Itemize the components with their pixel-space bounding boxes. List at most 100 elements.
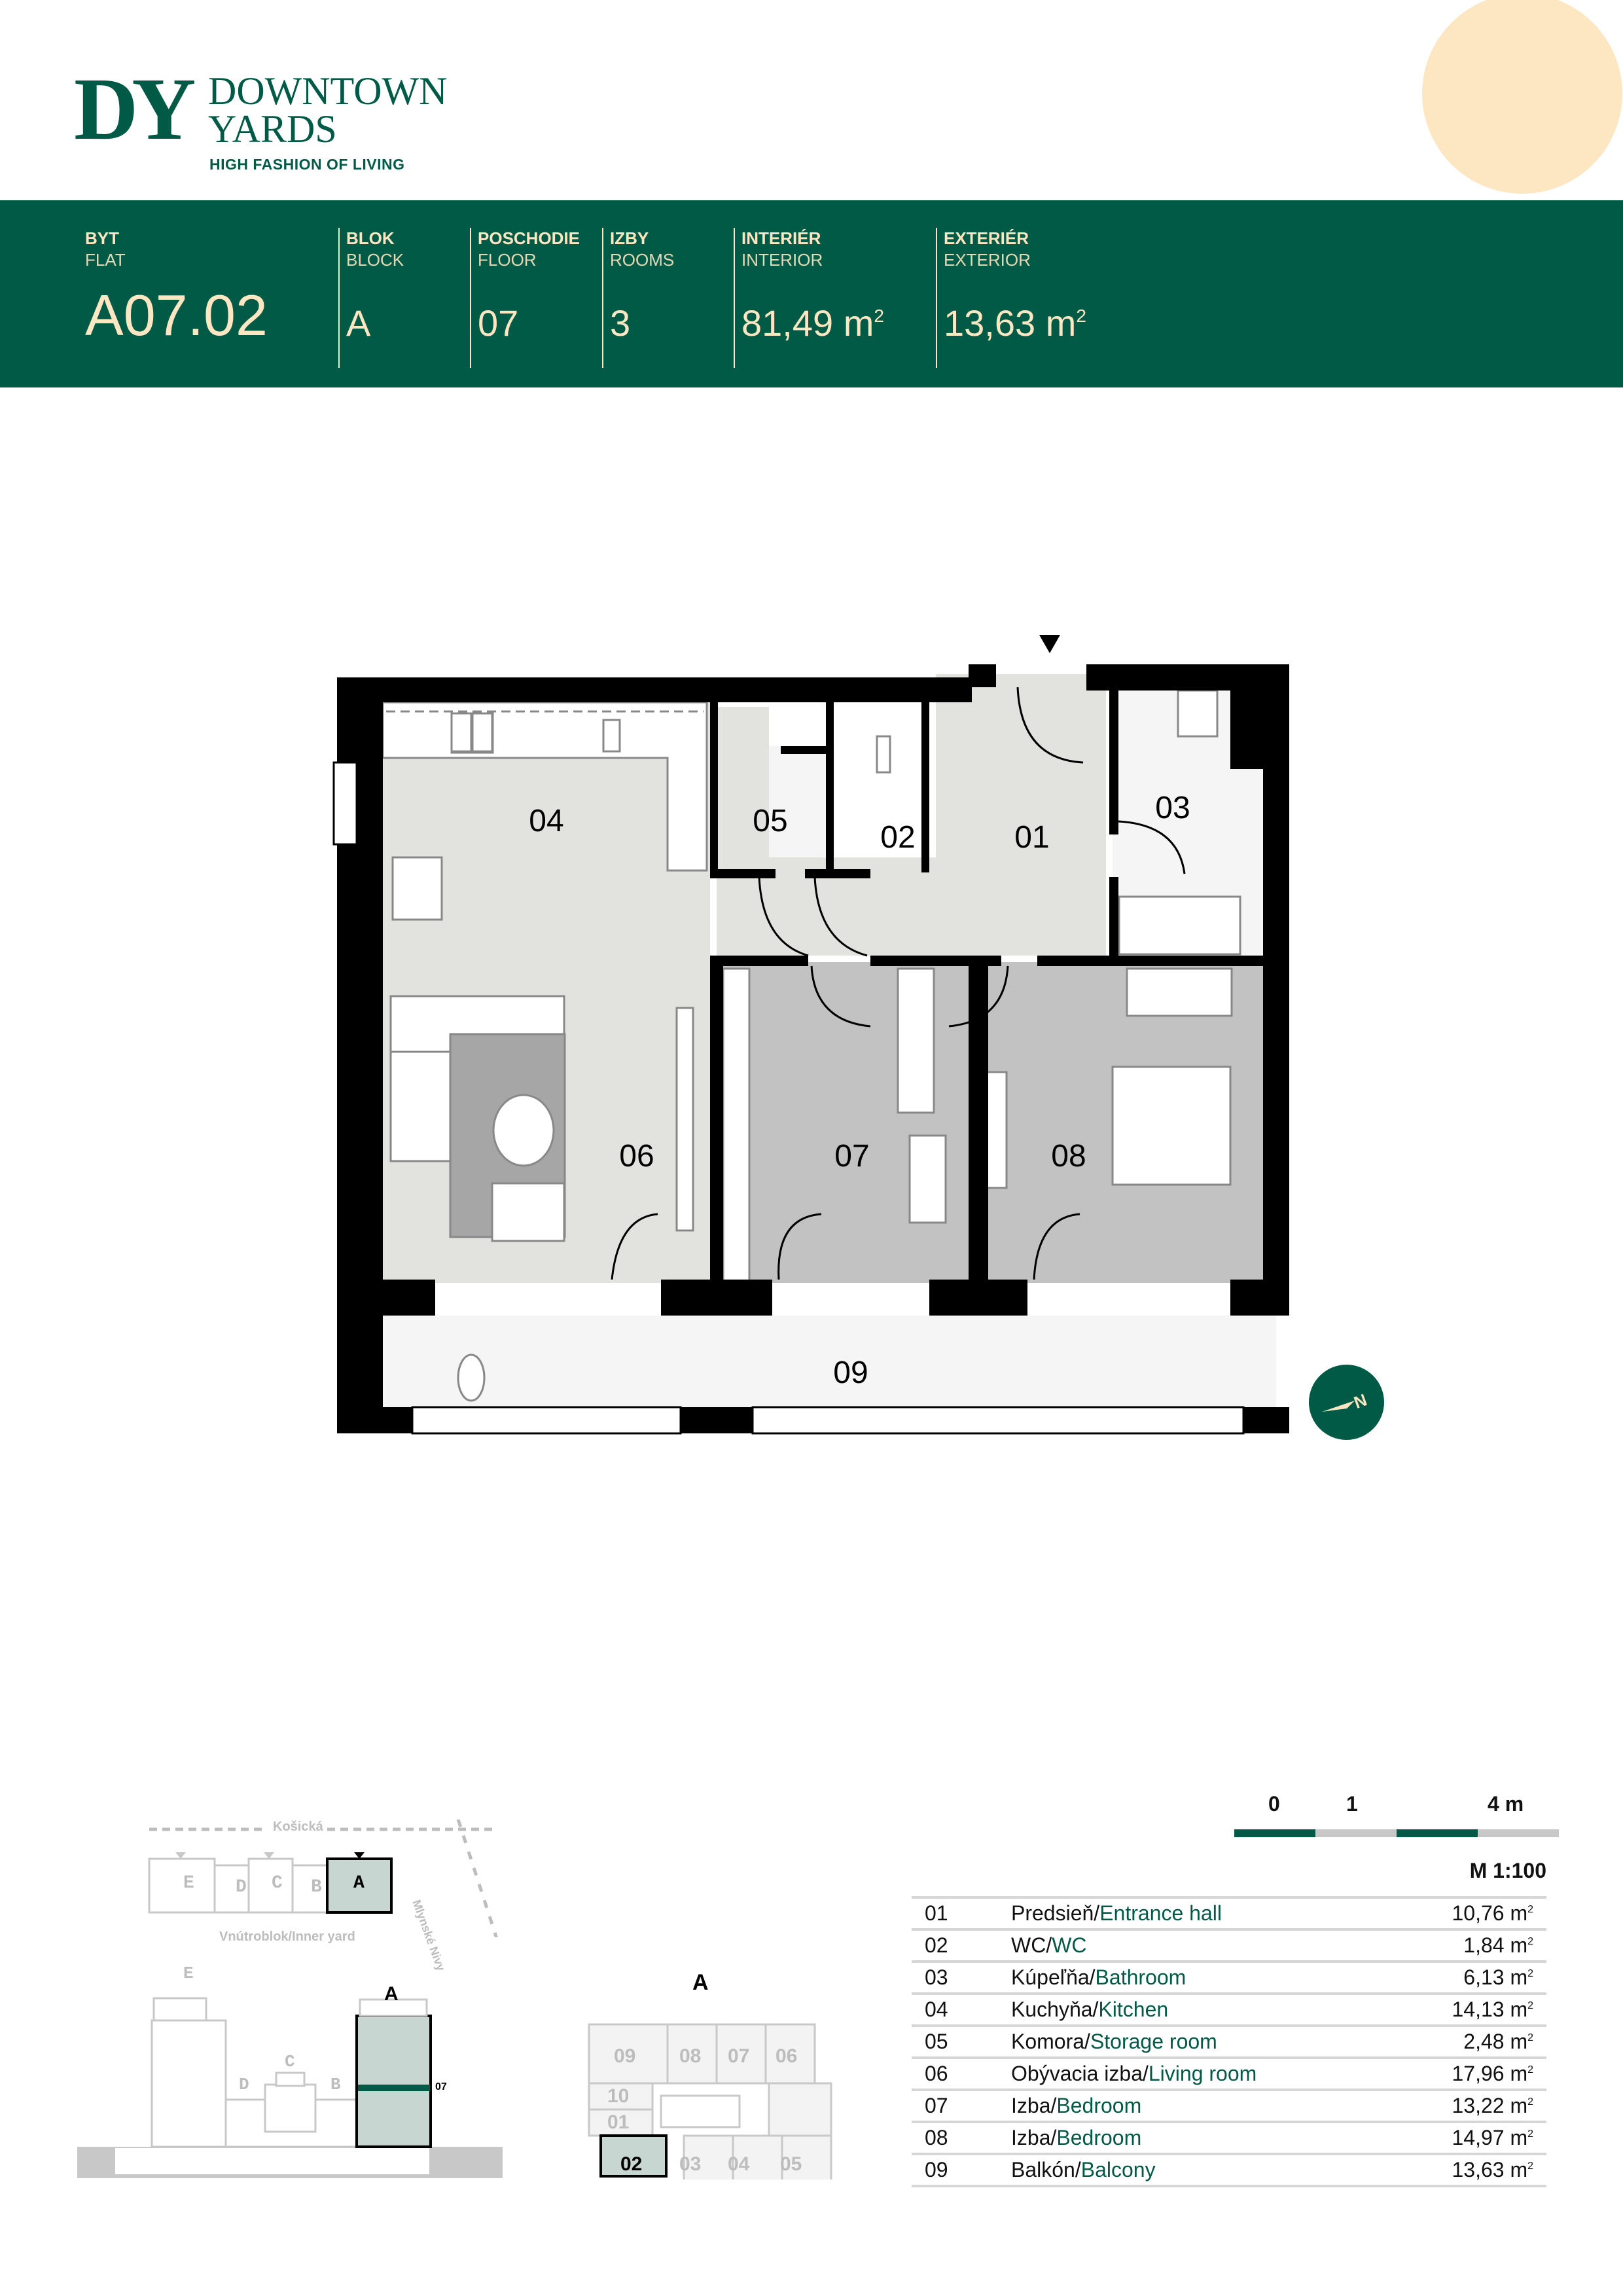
rooms-sublabel: ROOMS bbox=[610, 250, 675, 270]
room-area: 17,96 m2 bbox=[1452, 2062, 1533, 2085]
flat-sublabel: FLAT bbox=[85, 250, 126, 270]
room-name: Izba/Bedroom bbox=[1011, 2094, 1142, 2117]
svg-text:09: 09 bbox=[833, 1355, 868, 1390]
room-area: 2,48 m2 bbox=[1463, 2030, 1533, 2053]
site-block-b: B bbox=[311, 1877, 322, 1897]
floor-label: POSCHODIE bbox=[478, 228, 580, 248]
svg-text:02: 02 bbox=[880, 820, 915, 855]
svg-text:08: 08 bbox=[1051, 1139, 1086, 1174]
key-unit-09: 09 bbox=[614, 2045, 636, 2067]
block-sublabel: BLOCK bbox=[346, 250, 404, 270]
logo-name-line2: YARDS bbox=[208, 107, 337, 151]
room-name: Kuchyňa/Kitchen bbox=[1011, 1998, 1169, 2021]
table-row: 08 Izba/Bedroom 14,97 m2 bbox=[912, 2121, 1546, 2153]
floor-value: 07 bbox=[478, 302, 519, 344]
room-name: Komora/Storage room bbox=[1011, 2030, 1217, 2053]
floor-unit-key: A 09 08 07 06 10 01 02 03 04 05 bbox=[576, 1970, 838, 2179]
room-name: Izba/Bedroom bbox=[1011, 2126, 1142, 2149]
flat-column: BYT FLAT A07.02 bbox=[85, 228, 327, 368]
rooms-column: IZBY ROOMS 3 bbox=[602, 228, 728, 368]
elevation-block-b: B bbox=[330, 2075, 341, 2094]
scale-tick-4: 4 m bbox=[1488, 1792, 1524, 1816]
block-column: BLOK BLOCK A bbox=[338, 228, 464, 368]
elevation-block-c: C bbox=[285, 2052, 295, 2072]
entrance-arrow-icon bbox=[1039, 635, 1060, 653]
scale-ratio: M 1:100 bbox=[1469, 1859, 1546, 1882]
key-unit-08: 08 bbox=[679, 2045, 702, 2067]
room-area: 14,13 m2 bbox=[1452, 1998, 1533, 2021]
table-row: 03 Kúpeľňa/Bathroom 6,13 m2 bbox=[912, 1960, 1546, 1992]
room-name: WC/WC bbox=[1011, 1933, 1087, 1957]
key-unit-07: 07 bbox=[728, 2045, 750, 2067]
flat-info-band: BYT FLAT A07.02 BLOK BLOCK A POSCHODIE F… bbox=[0, 200, 1623, 387]
table-row: 04 Kuchyňa/Kitchen 14,13 m2 bbox=[912, 1992, 1546, 2024]
key-unit-02-selected: 02 bbox=[620, 2153, 643, 2175]
room-number: 05 bbox=[925, 2030, 948, 2053]
exterior-column: EXTERIÉR EXTERIOR 13,63 m2 bbox=[936, 228, 1133, 368]
interior-value: 81,49 m2 bbox=[741, 302, 884, 344]
site-plan: Košická Mlynské Nivy Vnútroblok/Inner ya… bbox=[147, 1820, 501, 1973]
scale-segment bbox=[1397, 1829, 1478, 1837]
site-block-e: E bbox=[183, 1873, 194, 1893]
room-area-table: 01 Predsieň/Entrance hall 10,76 m2 02 WC… bbox=[912, 1896, 1546, 2187]
rooms-label: IZBY bbox=[610, 228, 649, 248]
elevation-block-d: D bbox=[239, 2075, 249, 2094]
flat-value: A07.02 bbox=[85, 283, 268, 348]
decorative-circle bbox=[1422, 0, 1622, 194]
floor-plan: 04 05 02 01 03 06 07 08 09 bbox=[332, 635, 1289, 1435]
flat-label: BYT bbox=[85, 228, 119, 248]
key-unit-05: 05 bbox=[780, 2153, 802, 2175]
room-number: 03 bbox=[925, 1965, 948, 1989]
room-name: Balkón/Balcony bbox=[1011, 2158, 1156, 2181]
room-area: 1,84 m2 bbox=[1463, 1933, 1533, 1957]
street-label-top: Košická bbox=[273, 1820, 323, 1834]
north-compass-icon: N bbox=[1309, 1365, 1384, 1440]
floor-marker-label: 07 bbox=[435, 2081, 447, 2092]
scale-segment bbox=[1315, 1829, 1397, 1837]
floor-sublabel: FLOOR bbox=[478, 250, 537, 270]
scale-tick-0: 0 bbox=[1268, 1792, 1280, 1816]
table-row: 07 Izba/Bedroom 13,22 m2 bbox=[912, 2089, 1546, 2121]
room-number: 06 bbox=[925, 2062, 948, 2085]
svg-text:05: 05 bbox=[753, 804, 787, 838]
key-unit-10: 10 bbox=[607, 2085, 630, 2107]
table-row: 02 WC/WC 1,84 m2 bbox=[912, 1928, 1546, 1960]
table-row: 06 Obývacia izba/Living room 17,96 m2 bbox=[912, 2056, 1546, 2089]
elevation-block-e: E bbox=[183, 1964, 194, 1983]
key-unit-01: 01 bbox=[607, 2111, 630, 2133]
room-number: 09 bbox=[925, 2158, 948, 2181]
compass-label: N bbox=[1351, 1390, 1370, 1412]
room-number: 01 bbox=[925, 1901, 948, 1925]
key-unit-04: 04 bbox=[728, 2153, 750, 2175]
block-value: A bbox=[346, 302, 371, 344]
room-area: 14,97 m2 bbox=[1452, 2126, 1533, 2149]
interior-column: INTERIÉR INTERIOR 81,49 m2 bbox=[734, 228, 931, 368]
svg-text:07: 07 bbox=[834, 1139, 869, 1174]
room-name: Predsieň/Entrance hall bbox=[1011, 1901, 1222, 1925]
svg-text:04: 04 bbox=[529, 804, 563, 838]
logo-name-line1: DOWNTOWN bbox=[208, 69, 448, 113]
room-area: 6,13 m2 bbox=[1463, 1965, 1533, 1989]
svg-text:03: 03 bbox=[1155, 791, 1190, 825]
table-row: 09 Balkón/Balcony 13,63 m2 bbox=[912, 2153, 1546, 2187]
inner-yard-label: Vnútroblok/Inner yard bbox=[219, 1929, 355, 1944]
key-unit-03: 03 bbox=[679, 2153, 702, 2175]
scale-segment bbox=[1478, 1829, 1559, 1837]
exterior-label: EXTERIÉR bbox=[944, 228, 1029, 248]
floor-column: POSCHODIE FLOOR 07 bbox=[470, 228, 596, 368]
table-row: 05 Komora/Storage room 2,48 m2 bbox=[912, 2024, 1546, 2056]
site-block-c: C bbox=[272, 1873, 283, 1893]
room-number: 07 bbox=[925, 2094, 948, 2117]
site-block-d: D bbox=[236, 1877, 247, 1897]
room-area: 13,63 m2 bbox=[1452, 2158, 1533, 2181]
room-name: Obývacia izba/Living room bbox=[1011, 2062, 1257, 2085]
floor-key-block-label: A bbox=[692, 1970, 709, 1995]
interior-sublabel: INTERIOR bbox=[741, 250, 823, 270]
block-label: BLOK bbox=[346, 228, 395, 248]
key-unit-06: 06 bbox=[776, 2045, 798, 2067]
room-number: 08 bbox=[925, 2126, 948, 2149]
elevation-block-a-selected: A bbox=[384, 1983, 399, 2005]
site-block-a-selected: A bbox=[353, 1873, 365, 1893]
room-area: 10,76 m2 bbox=[1452, 1901, 1533, 1925]
room-number: 04 bbox=[925, 1998, 948, 2021]
